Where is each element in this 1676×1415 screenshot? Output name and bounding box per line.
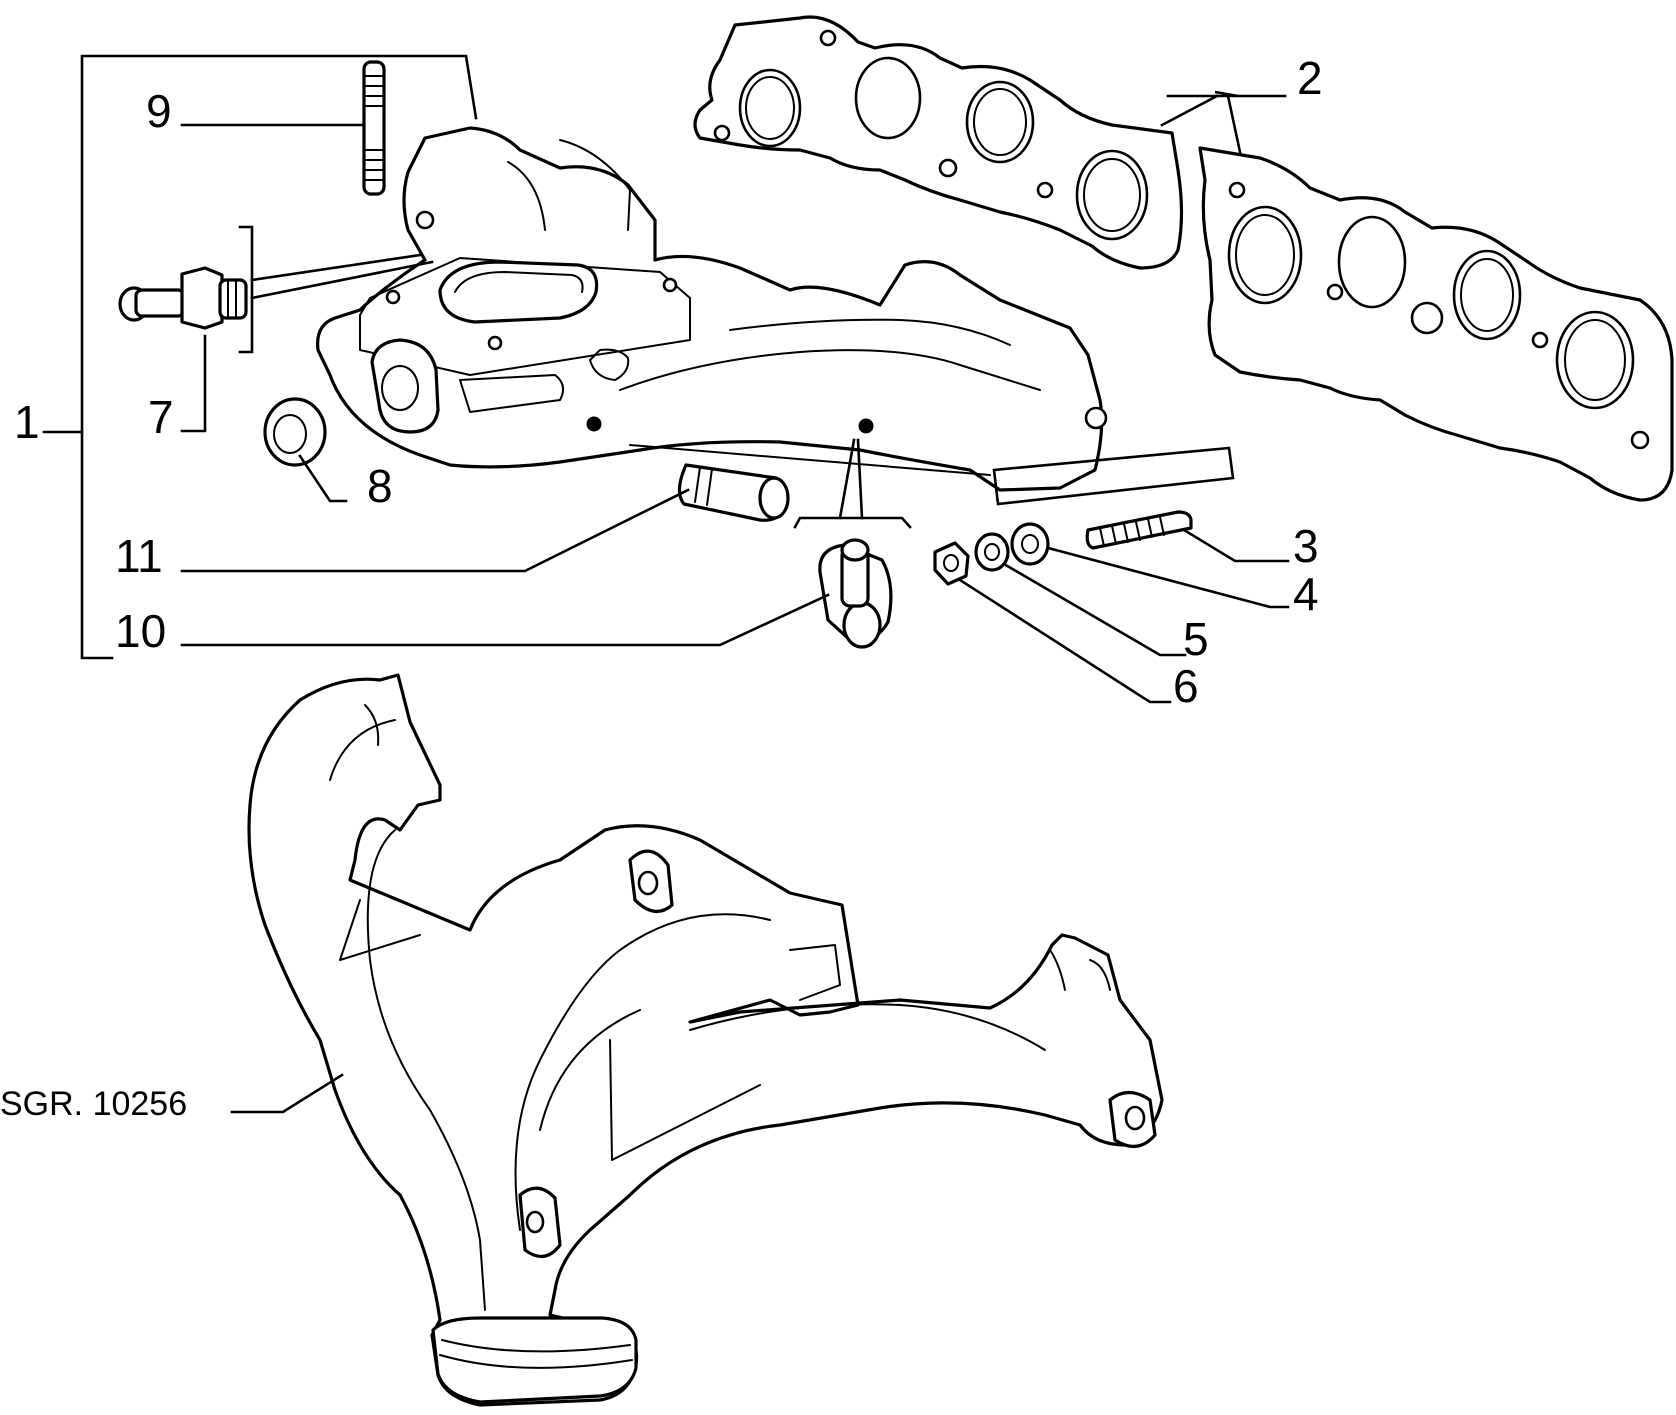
gasket-front [693,15,1184,270]
leader-3 [1182,528,1290,563]
callout-11: 11 [115,530,163,582]
fitting-10 [818,538,893,649]
callout-3: 3 [1293,520,1319,572]
callout-2: 2 [1297,52,1323,104]
leader-2b [1226,94,1242,154]
exhaust-manifold [247,673,1164,1407]
leader-7a [250,253,422,282]
leader-11 [180,488,690,573]
bracket-1 [80,54,478,660]
intake-manifold [316,126,1108,492]
bracket-3 [992,446,1235,506]
callout-1: 1 [14,396,40,448]
callout-9: 9 [146,85,172,137]
stud-9 [362,60,386,196]
leader-10 [180,593,830,647]
nut-6 [933,541,970,586]
seal-8 [263,397,327,467]
leader-10a [838,438,856,520]
callout-8: 8 [367,460,393,512]
callout-6: 6 [1173,660,1199,712]
callout-labels: 1 2 3 4 5 6 7 8 9 10 11 SGR. 10256 [0,52,1323,1123]
leader-7 [180,334,207,433]
callout-5: 5 [1183,613,1209,665]
bracket-7 [238,225,254,354]
leader-5 [1002,562,1187,657]
leader-2a [1160,94,1219,127]
bracket-2 [1166,90,1287,98]
bracket-10 [793,516,912,529]
callout-4: 4 [1293,568,1319,620]
stud-3 [1085,510,1193,550]
pipe-11 [677,463,790,522]
callout-10: 10 [115,605,166,657]
gasket-rear [1198,146,1674,502]
leader-4 [1046,546,1290,609]
washer-5 [974,532,1010,572]
leader-lines [42,54,1290,1114]
leader-8 [298,454,348,503]
callout-7: 7 [148,391,174,443]
leader-6 [958,578,1172,704]
leader-10b [856,438,864,520]
leader-7b [250,260,434,300]
sensor-7 [118,266,248,330]
washer-4 [1010,522,1050,566]
leader-drawing-code [230,1073,344,1114]
drawing-code: SGR. 10256 [0,1085,187,1123]
